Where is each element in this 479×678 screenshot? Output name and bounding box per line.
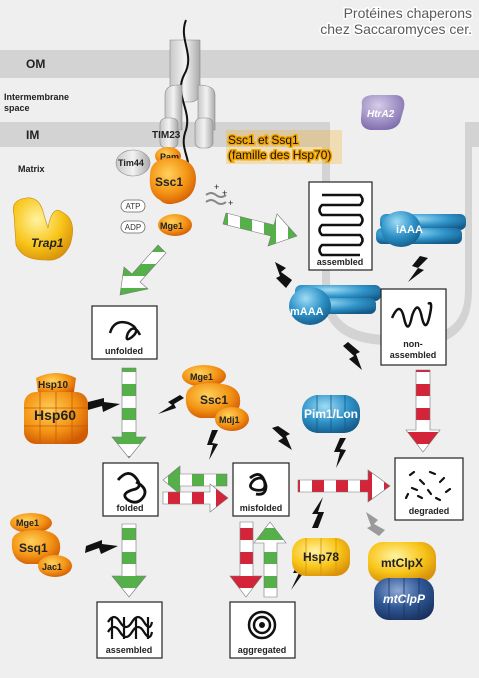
lightning-maaa-to-assembled	[275, 262, 292, 288]
mge1-import-label: Mge1	[160, 221, 183, 231]
mtclpx-label: mtClpX	[381, 556, 423, 570]
state-assembled-bottom: assembled	[96, 601, 163, 659]
title-block: Protéines chaperons chez Saccaromyces ce…	[319, 4, 474, 39]
lightning-ssq1-to-assembled	[85, 540, 118, 554]
iaaa-label: iAAA	[396, 224, 423, 236]
adp-label: ADP	[125, 223, 141, 232]
mtclpxp-protease: mtClpX mtClpP	[368, 542, 436, 620]
outer-membrane	[0, 50, 479, 78]
lightning-arrows	[85, 256, 428, 590]
family-label-line-2: (famille des Hsp70)	[228, 148, 331, 162]
lightning-pim1-to-degraded	[334, 438, 346, 468]
arrow-unfolded-to-folded	[111, 367, 147, 459]
mge1-import-protein: Mge1	[158, 214, 192, 236]
center-mdj1-label: Mdj1	[219, 415, 240, 425]
arrow-misfolded-to-folded	[162, 465, 228, 495]
arrow-misfolded-to-aggregated	[229, 521, 263, 598]
arrow-nonassembled-to-degraded	[405, 369, 441, 453]
non-assembled-label-2: assembled	[390, 350, 437, 360]
htra2-protein: HtrA2	[360, 95, 405, 130]
hsp78-label: Hsp78	[303, 550, 339, 564]
state-unfolded: unfolded	[91, 305, 158, 360]
svg-text:+: +	[214, 182, 219, 192]
htra2-label: HtrA2	[367, 109, 395, 120]
arrow-misfolded-to-degraded	[297, 469, 391, 503]
atp-label: ATP	[126, 202, 141, 211]
assembled-bottom-label: assembled	[106, 645, 153, 655]
tim44-protein: Tim44	[115, 149, 151, 177]
svg-text:+: +	[228, 198, 233, 208]
iaaa-protease: iAAA	[376, 211, 466, 247]
pim1-lon-protease: Pim1/Lon	[302, 395, 360, 433]
ims-label-2: space	[4, 103, 30, 113]
im-label: IM	[26, 128, 39, 142]
om-label: OM	[26, 57, 45, 71]
ssc1-import-label: Ssc1	[155, 175, 183, 189]
lightning-iaaa-to-nonassembled	[408, 256, 428, 282]
family-label-line-1: Ssc1 et Ssq1	[228, 133, 299, 147]
misfolded-label: misfolded	[240, 503, 283, 513]
matrix-label: Matrix	[18, 164, 45, 174]
lightning-hsp60-to-folded	[88, 398, 120, 412]
hsp60-label: Hsp60	[34, 407, 76, 423]
ssq1-label: Ssq1	[19, 541, 48, 555]
tim23-complex: TIM23	[152, 84, 216, 149]
lightning-ssc1-to-misfolded	[207, 430, 218, 460]
maaa-protease: mAAA	[289, 285, 381, 325]
atp-badge: ATP	[120, 199, 146, 213]
hsp78-chaperone: Hsp78	[292, 538, 350, 576]
state-degraded: degraded	[394, 457, 464, 521]
non-assembled-label-1: non-	[403, 339, 423, 349]
degraded-label: degraded	[409, 506, 450, 516]
hsp70-family-label: Ssc1 et Ssq1 (famille des Hsp70)	[226, 130, 342, 164]
unfolded-label: unfolded	[105, 346, 143, 356]
ssq1-mge1-label: Mge1	[16, 518, 39, 528]
state-folded: folded	[102, 462, 159, 517]
state-non-assembled: non- assembled	[380, 288, 447, 366]
aggregated-label: aggregated	[238, 645, 287, 655]
state-assembled-top: assembled	[308, 181, 373, 271]
inner-membrane	[0, 122, 479, 345]
trap1-protein: Trap1	[12, 197, 73, 261]
mtclpp-label: mtClpP	[383, 592, 426, 606]
ims-label-1: Intermembrane	[4, 92, 69, 102]
hsp10-label: Hsp10	[38, 380, 68, 391]
arrow-to-assembled-top	[222, 212, 298, 247]
jac1-label: Jac1	[42, 562, 62, 572]
lightning-ssc1-to-degraded	[272, 426, 292, 450]
membrane-potential-icon: + + +	[205, 182, 233, 208]
ssc1-import-protein: Ssc1	[149, 158, 196, 205]
ssc1-center-complex: Mge1 Ssc1 Mdj1	[182, 365, 249, 431]
lightning-ssc1-to-folded	[158, 395, 184, 414]
ssq1-complex: Mge1 Ssq1 Jac1	[10, 513, 72, 577]
lightning-clpxp-to-degraded	[366, 512, 385, 536]
tim23-label: TIM23	[152, 130, 181, 141]
svg-text:+: +	[222, 188, 227, 198]
trap1-label: Trap1	[31, 236, 64, 250]
hsp60-complex: Hsp10 Hsp60	[24, 373, 88, 444]
arrow-folded-to-misfolded	[162, 483, 229, 513]
assembled-top-label: assembled	[317, 257, 364, 267]
arrow-aggregated-to-misfolded	[253, 521, 287, 598]
center-mge1-label: Mge1	[190, 372, 213, 382]
folded-label: folded	[117, 503, 144, 513]
lightning-hsp78-to-aggregated	[291, 560, 306, 590]
pim1-label: Pim1/Lon	[304, 407, 358, 421]
state-aggregated: aggregated	[229, 601, 296, 659]
center-ssc1-label: Ssc1	[200, 393, 228, 407]
lightning-maaa-to-degraded	[343, 342, 362, 370]
state-misfolded: misfolded	[232, 462, 290, 517]
lightning-hsp78-to-degraded	[312, 497, 324, 528]
maaa-label: mAAA	[290, 306, 324, 318]
adp-badge: ADP	[120, 220, 146, 234]
tim44-label: Tim44	[118, 158, 144, 168]
arrow-to-unfolded	[119, 244, 167, 296]
arrow-folded-to-assembled	[111, 523, 147, 598]
title-line-2: chez Saccaromyces cer.	[320, 21, 472, 37]
pam-label: Pam	[160, 152, 179, 162]
title-line-1: Protéines chaperons	[344, 5, 472, 21]
